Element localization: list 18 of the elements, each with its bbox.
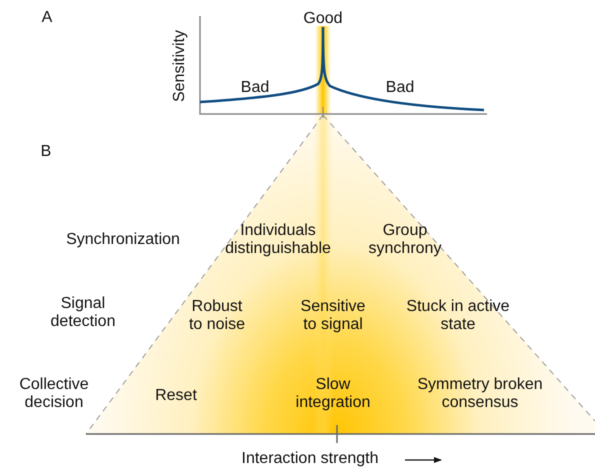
cell-text: Sensitive to signal [300,298,366,334]
row-label: Collective decision [18,376,90,412]
axis-title: Interaction strength [242,450,378,468]
region-label: Bad [386,79,414,97]
panel-letter: B [40,143,52,161]
cell-text: Symmetry broken consensus [416,376,544,412]
axis-title: Sensitivity [171,30,189,102]
cell-text: Group synchrony [368,222,442,258]
cell-text: Slow integration [294,376,372,412]
peak-label: Good [303,10,343,28]
cell-text: Individuals distinguishable [224,222,332,258]
cell-text: Robust to noise [188,298,246,334]
row-label: Synchronization [66,231,180,249]
cell-text: Reset [155,387,197,405]
row-label: Signal detection [50,295,116,331]
cell-text: Stuck in active state [406,298,510,334]
panel-letter: A [42,9,52,27]
region-label: Bad [240,79,270,97]
